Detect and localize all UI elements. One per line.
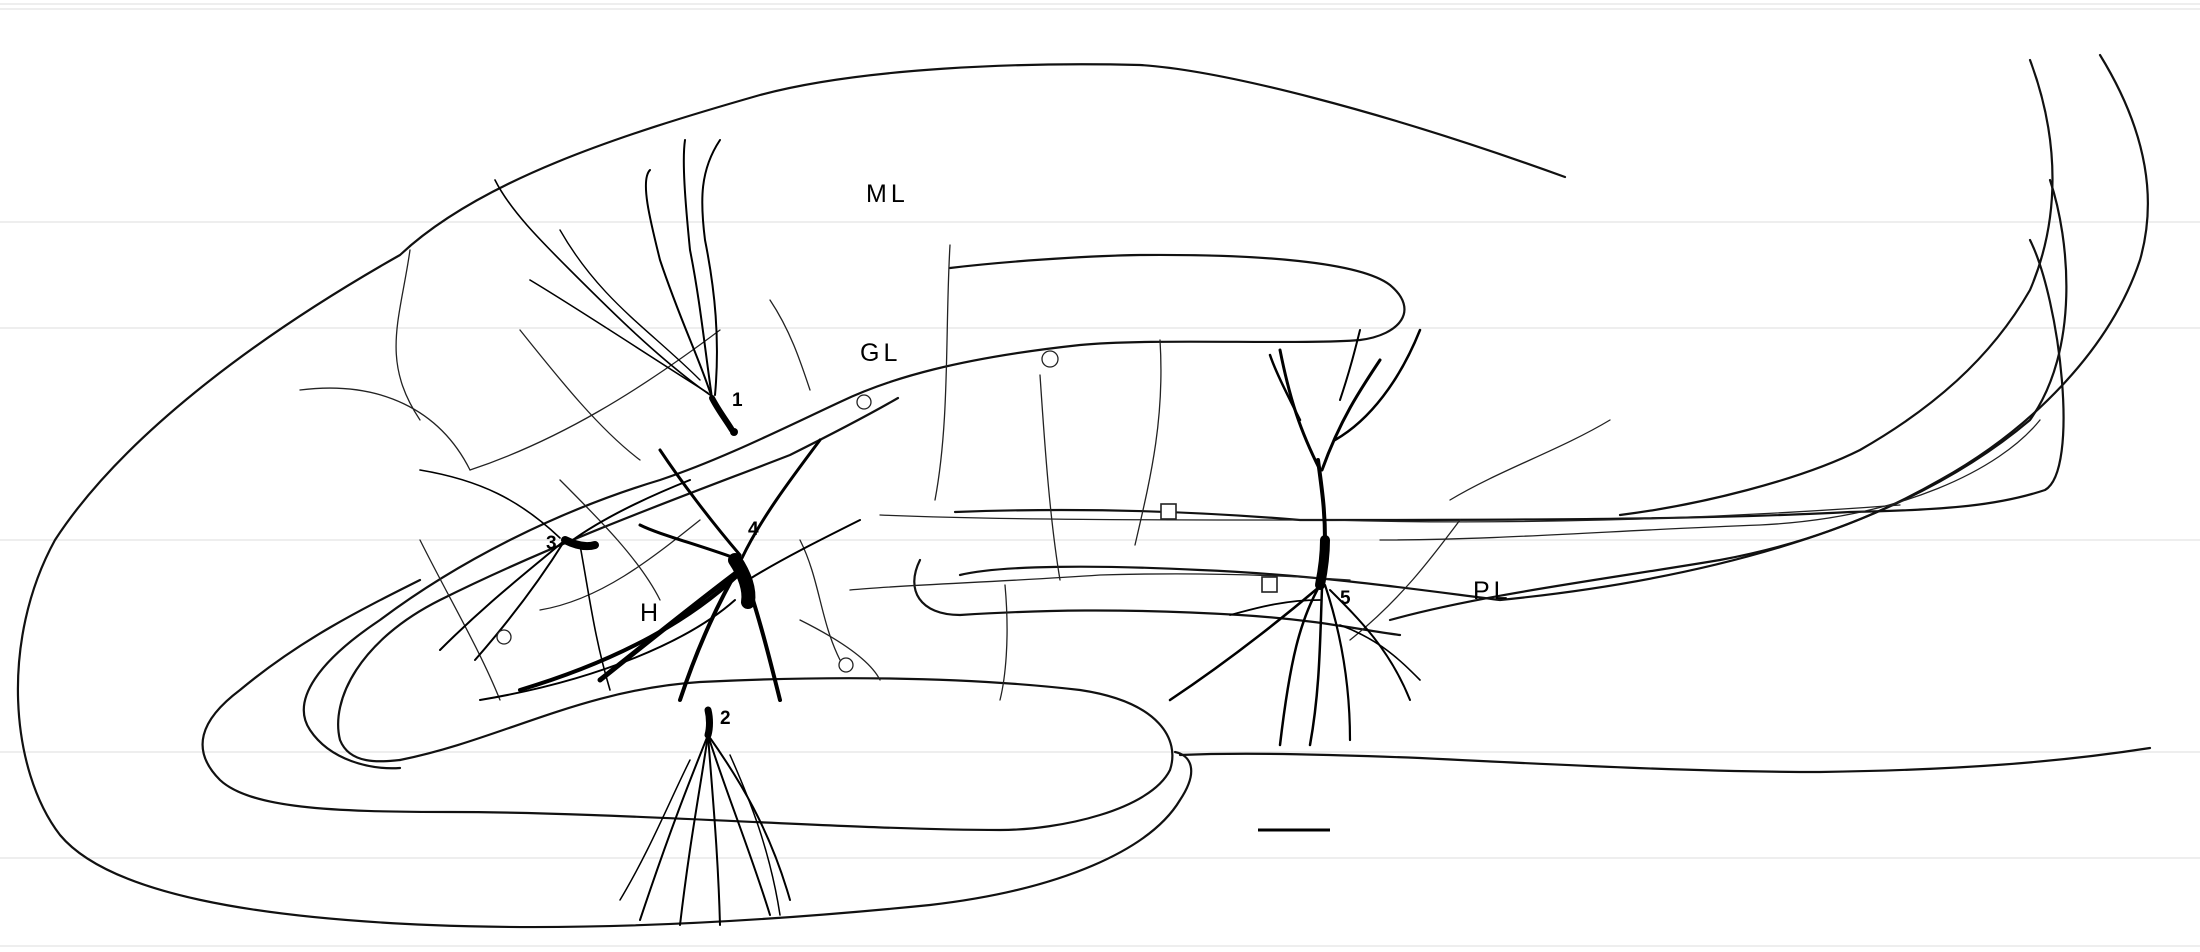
granule-layer-outer	[302, 253, 1406, 770]
neuron-2	[619, 706, 791, 926]
ca3-band-lower	[958, 178, 2068, 602]
cell-label-4: 4	[748, 519, 759, 540]
alveus-bottom	[1178, 746, 2152, 774]
fissure-inner	[1618, 58, 2054, 517]
lower-blade	[201, 578, 1174, 832]
tissue-outlines	[16, 53, 2152, 929]
outer-boundary	[16, 63, 1567, 929]
neuron-3	[419, 469, 691, 691]
cell-label-5: 5	[1340, 588, 1351, 609]
ca3-band-upper	[953, 238, 2065, 522]
label-pl: PL	[1473, 577, 1512, 605]
neuron-4	[479, 438, 861, 702]
background-rules	[0, 3, 2200, 947]
cell-label-3: 3	[546, 533, 557, 554]
cell-label-1: 1	[732, 390, 743, 411]
neuron-5	[1168, 328, 1422, 747]
axon-fibers	[299, 244, 2041, 701]
label-gl: GL	[860, 339, 901, 367]
cell-label-2: 2	[720, 708, 731, 729]
fissure-outer	[1388, 53, 2149, 622]
label-ml: ML	[866, 180, 909, 208]
ca3-inner-curve	[913, 558, 1402, 637]
granule-layer-inner	[337, 396, 900, 763]
axon-markers	[496, 350, 1278, 673]
label-h: H	[640, 599, 662, 627]
neuron-1	[494, 139, 738, 436]
